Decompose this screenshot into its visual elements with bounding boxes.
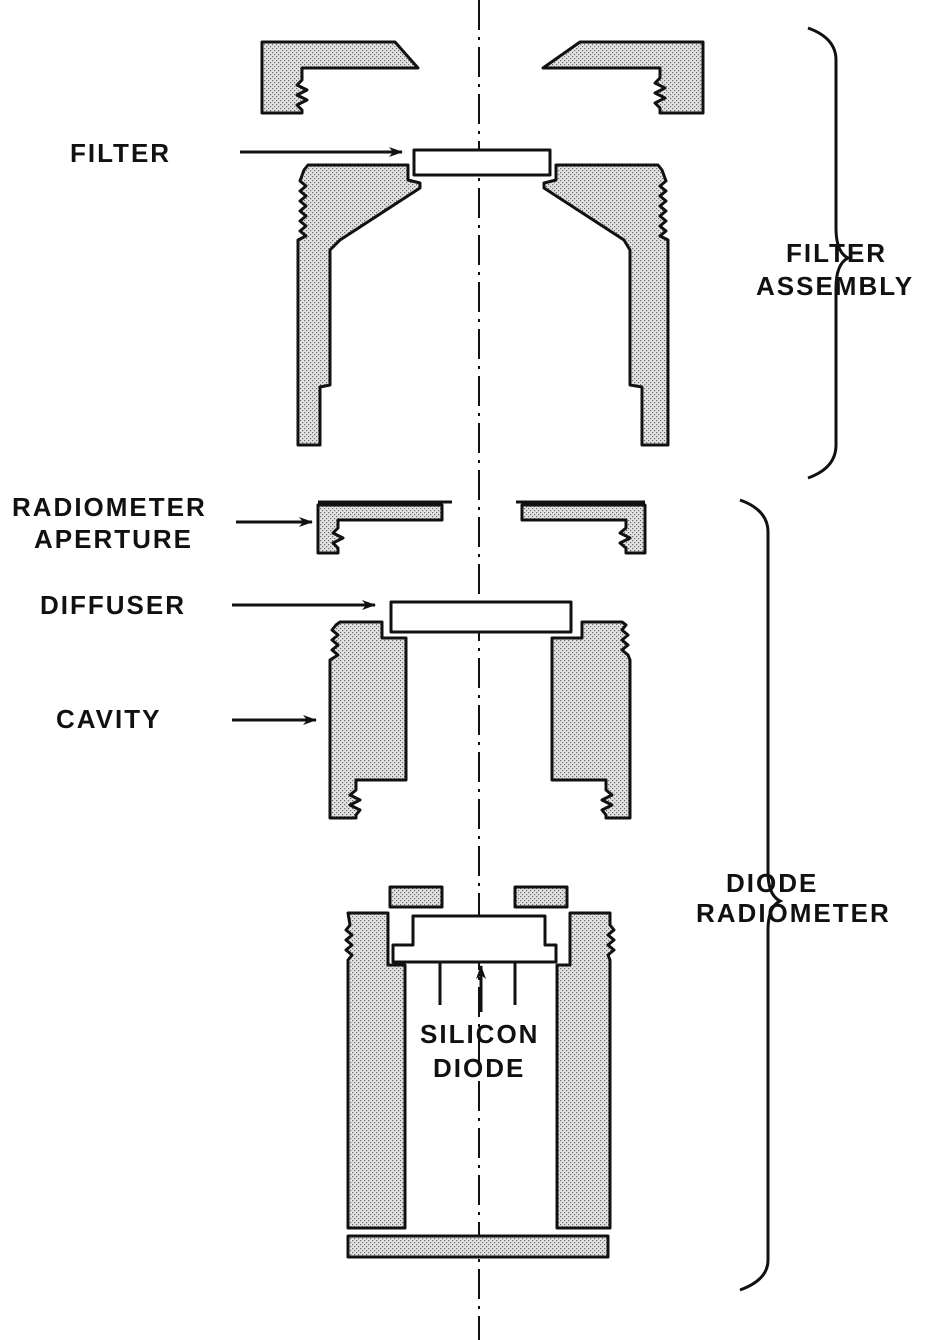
aperture-cap-left	[316, 503, 444, 555]
radiometer-aperture-label-line2: APERTURE	[34, 524, 193, 554]
filter-assembly-label-line1: FILTER	[786, 238, 887, 268]
cavity-wall-left	[328, 620, 408, 820]
cavity-label: CAVITY	[56, 704, 161, 734]
filter-assembly-label-line2: ASSEMBLY	[756, 271, 914, 301]
silicon-diode-package	[391, 914, 558, 964]
radiometer-aperture-label-line1: RADIOMETER	[12, 492, 207, 522]
filter-glass	[412, 148, 552, 177]
diode-retainer-left	[388, 885, 444, 909]
diode-base-plate	[346, 1234, 610, 1259]
diode-housing-right	[555, 911, 616, 1230]
aperture-cap-right	[520, 503, 647, 555]
diode-radiometer-bracket	[739, 498, 784, 1292]
diode-housing-left	[344, 911, 407, 1230]
diode-radiometer-label-line1: DIODE	[726, 868, 818, 898]
diffuser-label: DIFFUSER	[40, 590, 186, 620]
filter-holder-left	[296, 163, 422, 447]
cavity-wall-right	[550, 620, 632, 820]
filter-cap-left	[260, 40, 420, 115]
diode-retainer-right	[513, 885, 569, 909]
diode-radiometer-label-line2: RADIOMETER	[696, 898, 891, 928]
diffuser-disc	[389, 600, 573, 634]
silicon-diode-label-line1: SILICON	[420, 1019, 539, 1049]
filter-cap-right	[541, 40, 705, 115]
filter-label: FILTER	[70, 138, 171, 168]
filter-holder-right	[542, 163, 670, 447]
silicon-diode-label-line2: DIODE	[433, 1053, 525, 1083]
filter-assembly-bracket	[807, 26, 852, 480]
